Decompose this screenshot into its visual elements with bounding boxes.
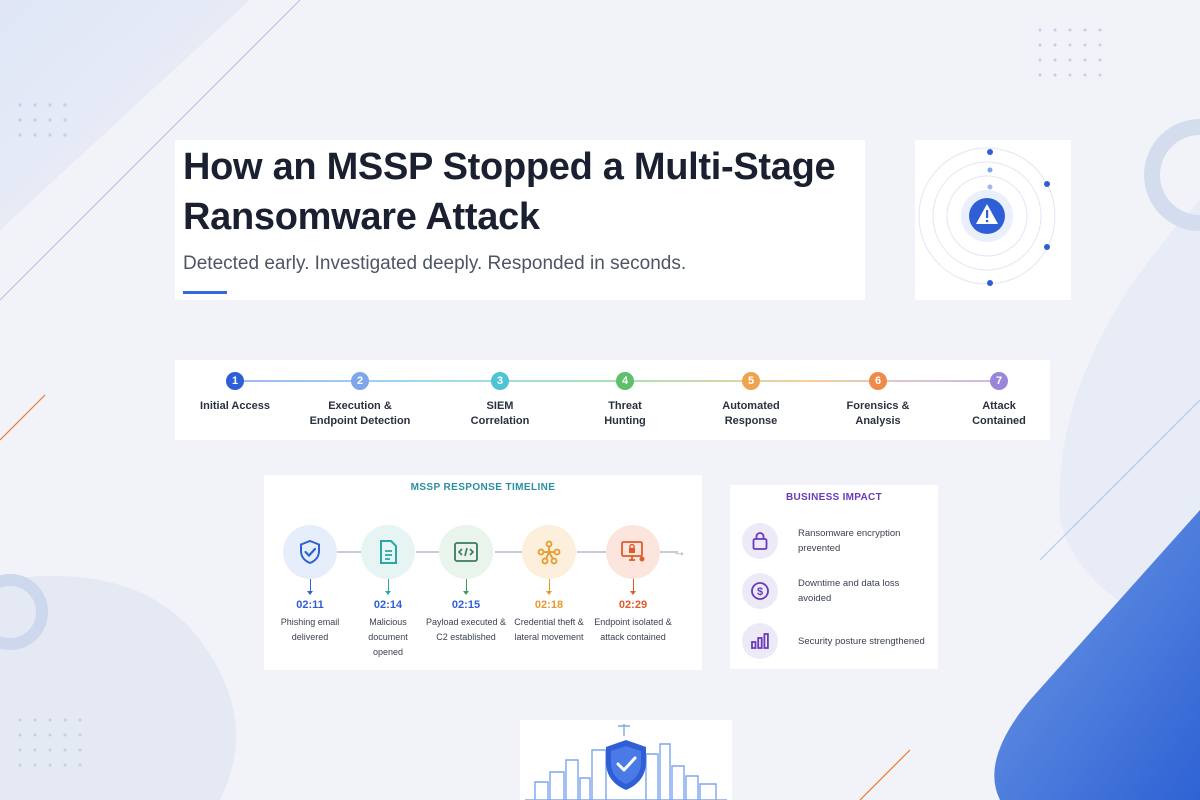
timeline-time: 02:11	[296, 599, 324, 611]
stage-execution-endpoint-detection: 2 Execution & Endpoint Detection	[300, 372, 420, 429]
stage-number: 4	[616, 372, 634, 390]
timeline-stem	[384, 579, 391, 595]
stage-label: Forensics & Analysis	[846, 400, 910, 427]
title-card: How an MSSP Stopped a Multi-Stage Ransom…	[175, 140, 865, 300]
stage-number: 5	[742, 372, 760, 390]
timeline-heading: MSSP RESPONSE TIMELINE	[410, 482, 556, 493]
stage-forensics-analysis: 6 Forensics & Analysis	[818, 372, 938, 429]
network-icon	[522, 525, 576, 579]
timeline-step-malicious-document: 02:14 Malicious document opened	[346, 525, 430, 660]
timeline-stem	[306, 579, 313, 595]
document-icon	[361, 525, 415, 579]
stage-number: 3	[491, 372, 509, 390]
timeline-time: 02:29	[618, 599, 648, 611]
timeline-arrow-icon: →	[673, 544, 686, 559]
impact-text: Ransomware encryption prevented	[798, 528, 901, 554]
timeline-time: 02:18	[534, 599, 564, 611]
stage-attack-contained: 7 Attack Contained	[939, 372, 1059, 429]
timeline-step-phishing: 02:11 Phishing email delivered	[268, 525, 352, 645]
impact-item-posture: Security posture strengthened	[742, 621, 928, 661]
impact-text: Security posture strengthened	[798, 635, 925, 647]
timeline-time: 02:14	[373, 599, 403, 611]
timeline-time: 02:15	[451, 599, 481, 611]
response-timeline-card: MSSP RESPONSE TIMELINE → 02:11 Phishing …	[264, 475, 702, 670]
timeline-connector	[337, 551, 367, 553]
timeline-stem	[462, 579, 469, 595]
dollar-icon: $	[742, 573, 778, 609]
stage-number: 2	[351, 372, 369, 390]
city-shield-illustration	[520, 720, 732, 800]
stage-label: Execution & Endpoint Detection	[309, 400, 411, 427]
svg-text:$: $	[757, 586, 763, 598]
timeline-step-endpoint-isolated: 02:29 Endpoint isolated & attack contain…	[591, 525, 675, 645]
impact-item-encryption: Ransomware encryption prevented	[742, 521, 928, 561]
impact-item-downtime: $ Downtime and data loss avoided	[742, 571, 928, 611]
bar-chart-icon	[742, 623, 778, 659]
stage-label: Attack Contained	[972, 400, 1026, 427]
stage-number: 1	[226, 372, 244, 390]
business-impact-card: BUSINESS IMPACT Ransomware encryption pr…	[730, 485, 938, 669]
monitor-lock-icon	[606, 525, 660, 579]
city-shield-icon	[525, 724, 727, 800]
timeline-step-credential-theft: 02:18 Credential theft & lateral movemen…	[507, 525, 591, 645]
page-title: How an MSSP Stopped a Multi-Stage Ransom…	[183, 146, 836, 238]
timeline-connector	[660, 551, 678, 553]
timeline-connector	[495, 551, 528, 553]
attack-stages: 1 Initial Access 2 Execution & Endpoint …	[175, 360, 1050, 440]
impact-heading: BUSINESS IMPACT	[786, 492, 882, 503]
shield-check-icon	[283, 525, 337, 579]
stage-number: 7	[990, 372, 1008, 390]
stage-number: 6	[869, 372, 887, 390]
stage-siem-correlation: 3 SIEM Correlation	[440, 372, 560, 429]
lock-icon	[742, 523, 778, 559]
timeline-desc: Malicious document opened	[368, 617, 408, 657]
alert-radar-card	[915, 140, 1071, 300]
title-underline	[183, 291, 227, 294]
timeline-desc: Payload executed & C2 established	[425, 617, 507, 642]
timeline-desc: Endpoint isolated & attack contained	[594, 617, 672, 642]
stage-automated-response: 5 Automated Response	[691, 372, 811, 429]
stage-threat-hunting: 4 Threat Hunting	[565, 372, 685, 429]
warning-triangle-icon	[969, 198, 1005, 234]
stage-initial-access: 1 Initial Access	[175, 372, 295, 414]
stage-label: Automated Response	[722, 400, 780, 427]
timeline-desc: Credential theft & lateral movement	[514, 617, 584, 642]
stage-label: Initial Access	[200, 400, 270, 412]
stage-label: Threat Hunting	[604, 400, 646, 427]
impact-text: Downtime and data loss avoided	[798, 578, 900, 604]
page-subtitle: Detected early. Investigated deeply. Res…	[183, 253, 687, 274]
timeline-stem	[545, 579, 552, 595]
timeline-connector	[577, 551, 610, 553]
timeline-desc: Phishing email delivered	[280, 617, 340, 642]
timeline-connector	[416, 551, 446, 553]
code-icon	[439, 525, 493, 579]
stage-label: SIEM Correlation	[470, 400, 530, 427]
timeline-step-payload-executed: 02:15 Payload executed & C2 established	[424, 525, 508, 645]
timeline-stem	[629, 579, 636, 595]
